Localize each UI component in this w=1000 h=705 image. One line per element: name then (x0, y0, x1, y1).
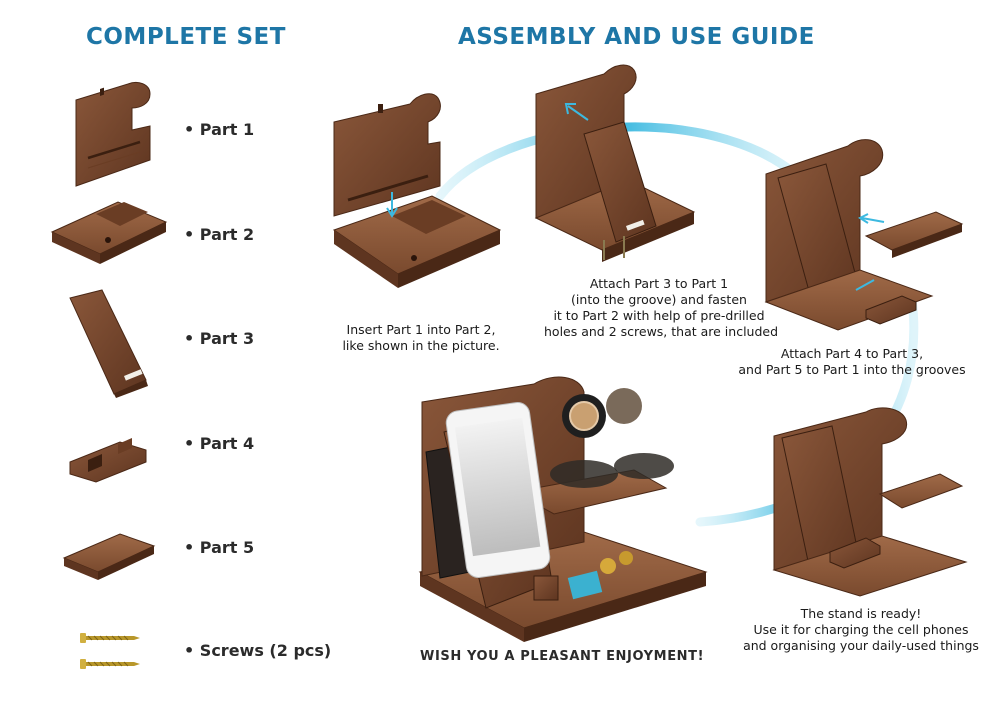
step-3-caption-line: Attach Part 4 to Part 3, (780, 346, 924, 361)
step-3-caption-line: and Part 5 to Part 1 into the grooves (738, 362, 966, 377)
step-1-caption-line: Insert Part 1 into Part 2, (346, 322, 496, 337)
part-3-image (69, 289, 148, 398)
complete-set-heading: COMPLETE SET (86, 24, 286, 50)
step-2-caption: Attach Part 3 to Part 1 (into the groove… (544, 276, 779, 340)
step-4-caption-line: and organising your daily-used things (743, 638, 979, 653)
screws-image (80, 633, 140, 669)
part-4-image (69, 438, 147, 483)
step-2-caption-line: (into the groove) and fasten (571, 292, 747, 307)
screws-label: • Screws (2 pcs) (184, 641, 332, 660)
step-4-caption-line: Use it for charging the cell phones (753, 622, 969, 637)
step-1-caption-line: like shown in the picture. (342, 338, 500, 353)
assembly-guide-heading: ASSEMBLY AND USE GUIDE (458, 24, 815, 50)
part-3-label: • Part 3 (184, 329, 255, 348)
part-2-label: • Part 2 (184, 225, 255, 244)
step-2-image (534, 64, 696, 262)
part-4-label: • Part 4 (184, 434, 255, 453)
part-2-image (50, 201, 168, 264)
step-3-image (764, 139, 964, 331)
part-5-label: • Part 5 (184, 538, 255, 557)
footer-message: WISH YOU A PLEASANT ENJOYMENT! (420, 649, 705, 664)
step-2-caption-line: holes and 2 screws, that are included (544, 324, 779, 339)
step-2-caption-line: Attach Part 3 to Part 1 (589, 276, 729, 291)
step-4-caption-line: The stand is ready! (800, 606, 922, 621)
part-1-image (75, 81, 151, 187)
step-2-caption-line: it to Part 2 with help of pre-drilled (553, 308, 765, 323)
ready-stand-image (772, 407, 968, 597)
step-3-caption: Attach Part 4 to Part 3, and Part 5 to P… (738, 346, 966, 378)
step-1-image (332, 93, 502, 288)
part-5-image (62, 533, 156, 580)
step-1-caption: Insert Part 1 into Part 2, like shown in… (336, 322, 506, 354)
part-1-label: • Part 1 (184, 120, 255, 139)
step-4-caption: The stand is ready! Use it for charging … (742, 606, 980, 654)
final-stand-image (418, 376, 708, 642)
